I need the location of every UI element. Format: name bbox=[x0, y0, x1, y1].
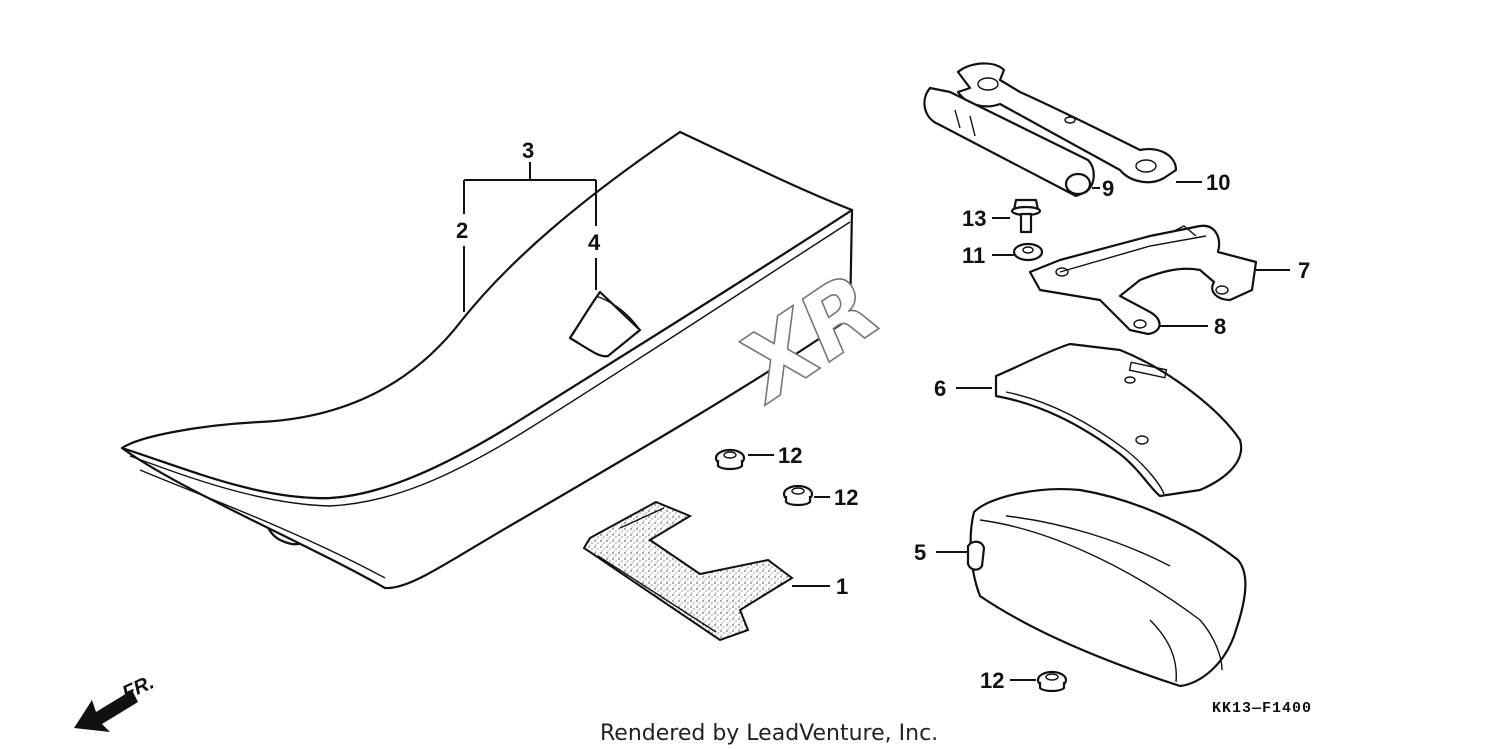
tool-bag bbox=[936, 488, 1247, 688]
callout-13: 13 bbox=[962, 206, 986, 231]
nut-12a bbox=[714, 448, 774, 471]
nut-12b bbox=[782, 484, 830, 507]
seat-assembly: XR bbox=[120, 130, 899, 590]
callout-9: 9 bbox=[1102, 176, 1114, 201]
callout-2: 2 bbox=[456, 218, 468, 243]
bolt-13 bbox=[992, 198, 1042, 234]
callout-1: 1 bbox=[836, 574, 848, 599]
callout-12c: 12 bbox=[980, 668, 1004, 693]
washer-11 bbox=[992, 242, 1044, 262]
diagram-ref-code: KK13—F1400 bbox=[1212, 700, 1312, 717]
callout-11: 11 bbox=[962, 243, 985, 268]
credit-text: Rendered by LeadVenture, Inc. bbox=[600, 721, 938, 746]
tool-holder bbox=[1028, 224, 1290, 336]
callout-3: 3 bbox=[522, 138, 534, 163]
bracket-3 bbox=[463, 162, 597, 312]
callout-12a: 12 bbox=[778, 443, 802, 468]
nut-12c bbox=[1010, 670, 1068, 693]
front-direction-arrow: FR. bbox=[74, 671, 157, 732]
callout-4: 4 bbox=[588, 230, 601, 255]
seat-bracket bbox=[582, 500, 830, 642]
callout-5: 5 bbox=[914, 540, 926, 565]
tool-set bbox=[923, 62, 1202, 198]
callout-6: 6 bbox=[934, 376, 946, 401]
direction-label: FR. bbox=[119, 671, 157, 704]
callout-10: 10 bbox=[1206, 170, 1230, 195]
tool-tray bbox=[956, 342, 1243, 498]
callout-12b: 12 bbox=[834, 485, 858, 510]
callout-7: 7 bbox=[1298, 258, 1310, 283]
callout-8: 8 bbox=[1214, 314, 1226, 339]
